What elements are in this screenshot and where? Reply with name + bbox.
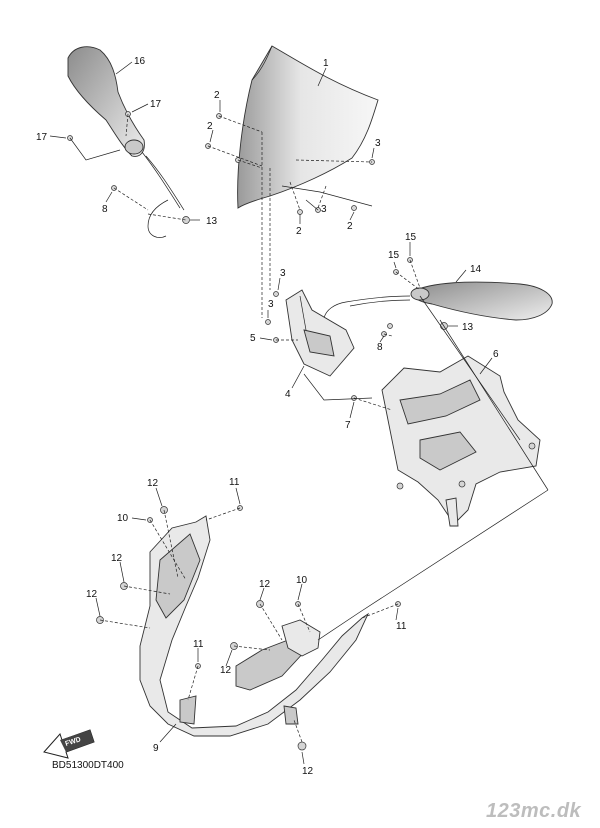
callout-2b: 2 bbox=[207, 121, 213, 132]
right-mirror-part bbox=[410, 281, 553, 321]
callout-12c: 12 bbox=[86, 589, 98, 600]
callout-5: 5 bbox=[250, 333, 256, 344]
callout-14: 14 bbox=[470, 264, 482, 275]
watermark: 123mc.dk bbox=[486, 800, 582, 822]
callout-3a: 3 bbox=[375, 138, 381, 149]
callout-10b: 10 bbox=[296, 575, 308, 586]
callout-11c: 11 bbox=[396, 621, 407, 632]
callout-8a: 8 bbox=[102, 204, 108, 215]
callout-12d: 12 bbox=[259, 579, 271, 590]
callout-11a: 11 bbox=[229, 477, 240, 488]
callout-2d: 2 bbox=[347, 221, 353, 232]
left-mirror-part bbox=[67, 46, 145, 157]
callout-1: 1 bbox=[323, 58, 329, 69]
stay-frame-part bbox=[381, 355, 541, 527]
callout-7: 7 bbox=[345, 420, 351, 431]
callout-12a: 12 bbox=[147, 478, 159, 489]
right-stay-wire bbox=[323, 295, 411, 319]
callout-6: 6 bbox=[493, 349, 499, 360]
callout-16: 16 bbox=[134, 56, 146, 67]
assembly-lines bbox=[69, 113, 549, 743]
callout-12e: 12 bbox=[220, 665, 232, 676]
callout-3c: 3 bbox=[280, 268, 286, 279]
callout-15a: 15 bbox=[405, 232, 417, 243]
callout-labels: 1 2 2 2 2 3 3 3 3 4 5 6 7 8 8 9 10 10 11… bbox=[36, 56, 499, 777]
leader-lines bbox=[49, 61, 493, 765]
windscreen-part bbox=[237, 45, 379, 209]
bracket-part bbox=[285, 289, 355, 377]
callout-3d: 3 bbox=[268, 299, 274, 310]
callout-12b: 12 bbox=[111, 553, 123, 564]
diagram-code: BD51300DT400 bbox=[52, 760, 124, 771]
callout-4: 4 bbox=[285, 389, 291, 400]
callout-8b: 8 bbox=[377, 342, 383, 353]
forward-direction-arrow: FWD bbox=[43, 729, 95, 759]
callout-17b: 17 bbox=[36, 132, 48, 143]
callout-3b: 3 bbox=[321, 204, 327, 215]
callout-12f: 12 bbox=[302, 766, 314, 777]
callout-2a: 2 bbox=[214, 90, 220, 101]
callout-2c: 2 bbox=[296, 226, 302, 237]
callout-9: 9 bbox=[153, 743, 159, 754]
inner-panel-part bbox=[139, 515, 370, 737]
callout-17a: 17 bbox=[150, 99, 162, 110]
callout-13b: 13 bbox=[462, 322, 474, 333]
callout-13a: 13 bbox=[206, 216, 218, 227]
callout-15b: 15 bbox=[388, 250, 400, 261]
callout-10a: 10 bbox=[117, 513, 129, 524]
fwd-label: FWD bbox=[64, 736, 81, 748]
left-stay-wire bbox=[141, 151, 181, 238]
callout-11b: 11 bbox=[193, 639, 204, 650]
